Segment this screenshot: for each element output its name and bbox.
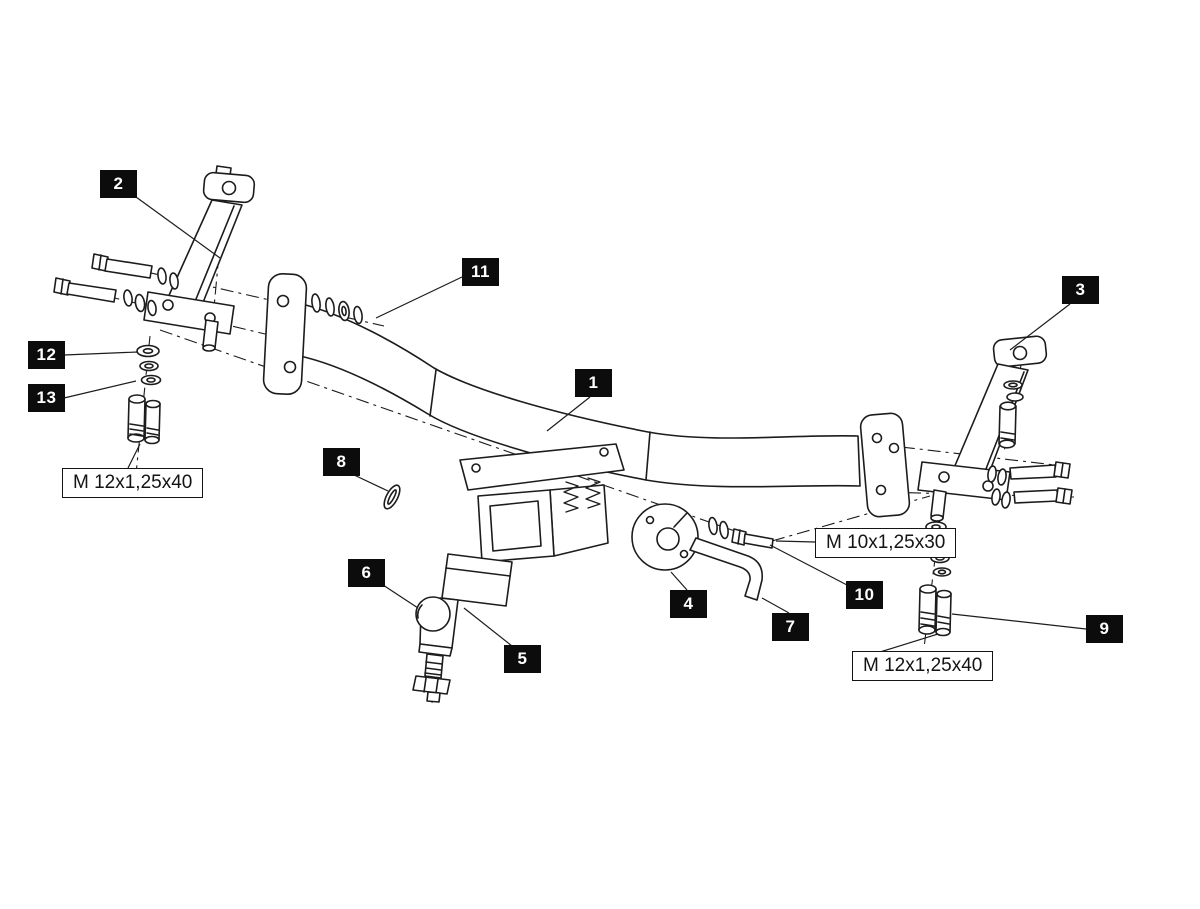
callout-2: 2: [100, 170, 137, 198]
leader-lines: [63, 196, 1087, 653]
retaining-clip: [383, 484, 401, 510]
callout-6: 6: [348, 559, 385, 587]
callout-7: 7: [772, 613, 809, 641]
callout-12: 12: [28, 341, 65, 369]
washer-stack-left: [136, 344, 162, 386]
callout-10: 10: [846, 581, 883, 609]
cable-plate: [631, 503, 699, 571]
right-bracket-vertical-bolt: [998, 380, 1024, 449]
callout-11: 11: [462, 258, 499, 286]
spacer-washers: [311, 293, 363, 325]
m12-bolts-left: [127, 394, 161, 445]
callout-3: 3: [1062, 276, 1099, 304]
callout-9: 9: [1086, 615, 1123, 643]
callout-5: 5: [504, 645, 541, 673]
right-bracket-bolts: [987, 461, 1073, 509]
spring-clips: [563, 477, 601, 513]
thread-spec-m12-right: M 12x1,25x40: [852, 651, 994, 681]
left-bracket-bolts: [53, 253, 179, 317]
receiver-assembly: [459, 443, 625, 563]
crossbar-left-flange: [262, 273, 308, 395]
crossbar-tube: [299, 303, 861, 488]
left-mount-bracket: [143, 165, 256, 352]
thread-spec-m10-middle: M 10x1,25x30: [815, 528, 957, 558]
plate-bolt-washers: [708, 516, 774, 549]
crossbar-right-flange: [859, 412, 911, 518]
hitch-ball: [412, 596, 453, 703]
callout-4: 4: [670, 590, 707, 618]
m12-bolts-right: [918, 584, 952, 637]
right-mount-bracket: [917, 335, 1048, 522]
handle-bracket: [689, 537, 764, 601]
callout-13: 13: [28, 384, 65, 412]
callout-8: 8: [323, 448, 360, 476]
thread-spec-m12-left: M 12x1,25x40: [62, 468, 204, 498]
callout-1: 1: [575, 369, 612, 397]
